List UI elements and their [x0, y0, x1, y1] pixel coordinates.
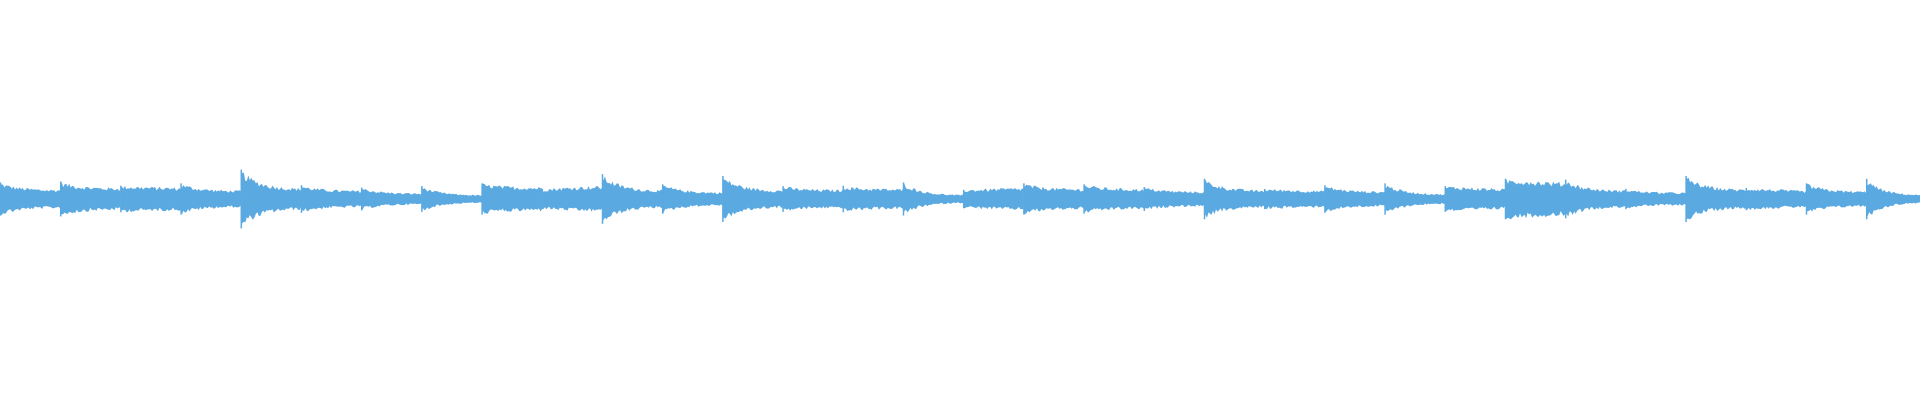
waveform-segment: [662, 185, 723, 214]
waveform-segment: [1384, 185, 1445, 213]
waveform-segment: [782, 187, 843, 211]
waveform-segment: [1264, 189, 1325, 209]
waveform-segment: [963, 188, 1024, 210]
waveform-segment: [1083, 185, 1144, 213]
waveform-segment: [481, 183, 542, 214]
waveform-segment: [1866, 182, 1920, 217]
waveform-segment: [541, 186, 602, 212]
waveform-segment: [842, 186, 903, 211]
waveform-segment: [722, 177, 783, 220]
waveform-segment: [1685, 176, 1746, 221]
waveform-segment: [120, 185, 181, 213]
waveform-segment: [1625, 190, 1686, 210]
waveform-segment: [180, 185, 241, 214]
waveform-segment: [903, 182, 964, 213]
waveform-segment: [361, 189, 422, 210]
waveform-segment: [421, 186, 482, 212]
waveform-segment: [0, 183, 61, 216]
waveform-segment: [1806, 183, 1867, 214]
waveform-segment: [1444, 186, 1505, 212]
waveform-segment: [1204, 180, 1265, 218]
waveform-segment: [1505, 178, 1566, 220]
waveform-segment: [1565, 182, 1626, 217]
waveform-segment: [1745, 189, 1806, 211]
waveform-segment: [240, 170, 301, 224]
waveform-segment: [602, 176, 663, 224]
waveform-segment: [1324, 187, 1385, 212]
waveform-segment: [60, 182, 121, 215]
waveform-segment: [1143, 187, 1204, 210]
waveform-segment: [1023, 184, 1084, 215]
waveform-segment: [301, 187, 362, 212]
